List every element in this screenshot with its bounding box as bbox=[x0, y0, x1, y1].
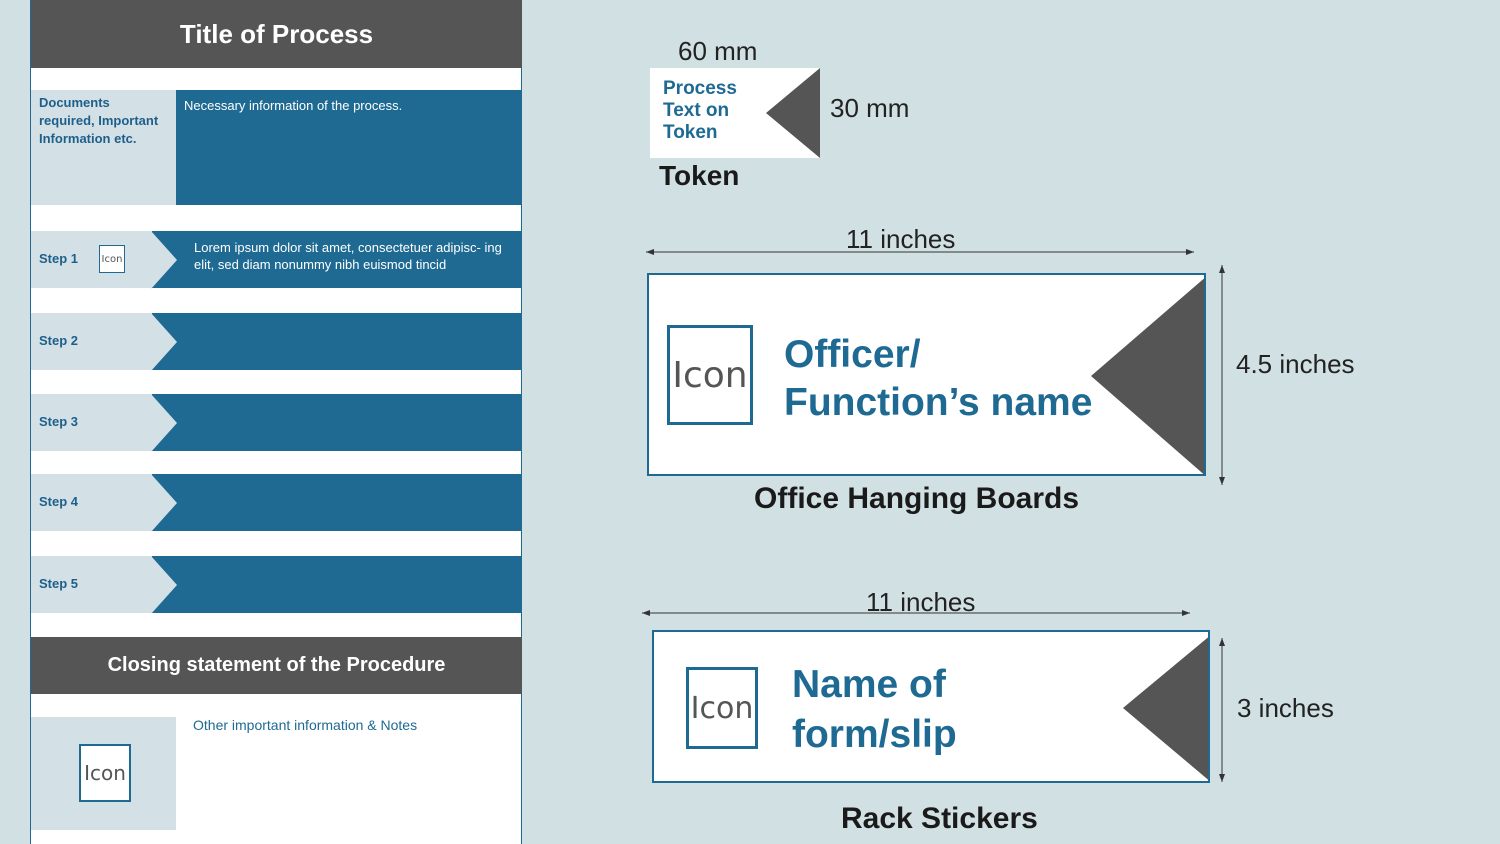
step-arrow-icon bbox=[151, 394, 177, 452]
step-row: Step 5 bbox=[31, 556, 522, 614]
notes-icon: Icon bbox=[79, 744, 131, 802]
step-label: Step 4 bbox=[39, 494, 79, 509]
board-height-label: 4.5 inches bbox=[1236, 349, 1355, 379]
board-card: Icon Officer/ Function’s name bbox=[647, 273, 1206, 476]
step-arrow-icon bbox=[151, 313, 177, 371]
board-triangle-icon bbox=[1091, 278, 1204, 474]
step-label: Step 2 bbox=[39, 333, 79, 348]
token-triangle-icon bbox=[766, 68, 820, 158]
step-row: Step 3 bbox=[31, 394, 522, 452]
board-width-label: 11 inches bbox=[846, 224, 956, 254]
step-label: Step 5 bbox=[39, 576, 79, 591]
step-row: Lorem ipsum dolor sit amet, consectetuer… bbox=[31, 231, 522, 289]
board-name: Officer/ Function’s name bbox=[784, 333, 1093, 424]
token-text: Process Text on Token bbox=[663, 78, 737, 143]
closing-statement: Closing statement of the Procedure bbox=[31, 637, 522, 694]
step-arrow-icon bbox=[151, 556, 177, 614]
board-icon: Icon bbox=[667, 325, 753, 425]
docs-info-cell: Necessary information of the process. bbox=[176, 90, 522, 205]
token-card: Process Text on Token bbox=[650, 68, 820, 158]
notes-icon-cell: Icon bbox=[31, 717, 176, 830]
step-row: Step 2 bbox=[31, 313, 522, 371]
step-row: Step 4 bbox=[31, 474, 522, 532]
sticker-icon: Icon bbox=[686, 667, 758, 749]
step-icon: Icon bbox=[99, 245, 125, 273]
step-text: Lorem ipsum dolor sit amet, consectetuer… bbox=[194, 240, 502, 272]
board-height-arrow-icon bbox=[1219, 265, 1225, 485]
docs-label-cell: Documents required, Important Informatio… bbox=[31, 90, 176, 205]
poster-title: Title of Process bbox=[31, 0, 522, 68]
step-arrow-icon bbox=[151, 474, 177, 532]
step-arrow-icon bbox=[151, 231, 177, 289]
sticker-name: Name of form/slip bbox=[792, 663, 957, 756]
step-label: Step 3 bbox=[39, 414, 79, 429]
token-width-label: 60 mm bbox=[678, 36, 758, 66]
board-caption: Office Hanging Boards bbox=[754, 482, 1080, 515]
docs-info: Necessary information of the process. bbox=[184, 98, 403, 113]
notes-text: Other important information & Notes bbox=[193, 717, 418, 733]
board-width-arrow-icon bbox=[646, 249, 1194, 255]
token-caption: Token bbox=[659, 160, 740, 191]
token-height-label: 30 mm bbox=[830, 93, 910, 123]
sticker-width-label: 11 inches bbox=[866, 587, 976, 617]
sticker-triangle-icon bbox=[1123, 637, 1208, 780]
process-poster: Title of Process Documents required, Imp… bbox=[30, 0, 522, 844]
step-label: Step 1 bbox=[39, 251, 79, 266]
sticker-width-arrow-icon bbox=[642, 610, 1190, 616]
sticker-height-arrow-icon bbox=[1219, 638, 1225, 782]
sticker-caption: Rack Stickers bbox=[841, 802, 1038, 835]
sticker-height-label: 3 inches bbox=[1237, 693, 1334, 723]
sticker-card: Icon Name of form/slip bbox=[652, 630, 1210, 783]
docs-label: Documents required, Important Informatio… bbox=[39, 95, 159, 146]
